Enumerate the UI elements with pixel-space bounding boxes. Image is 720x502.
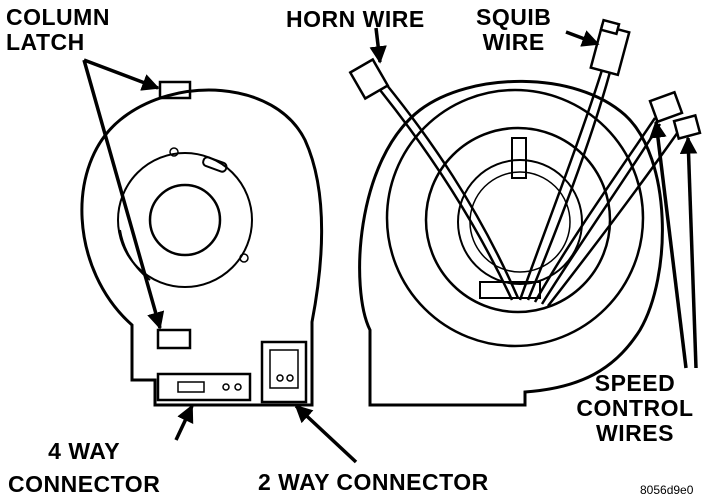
- rear-slot: [202, 156, 228, 173]
- speed-control-wire-1: [533, 117, 657, 303]
- rear-hub-inner: [148, 183, 222, 257]
- rear-hole-2: [239, 253, 249, 263]
- speed-control-line-3: WIRES: [596, 420, 674, 446]
- speed-connector-2: [672, 113, 702, 141]
- speed-connector-1: [648, 90, 684, 124]
- rear-housing-outline: [80, 88, 324, 407]
- column-latch-line-1: COLUMN: [6, 4, 110, 30]
- front-ring-inner: [457, 159, 583, 285]
- squib-wire-arrow: [565, 30, 600, 47]
- horn-wire: [379, 89, 514, 301]
- four-way-connector-shape: [156, 372, 252, 402]
- squib-wire-line-2: WIRE: [482, 29, 545, 55]
- four-way-connector-arrow: [174, 404, 194, 441]
- horn-connector: [348, 57, 390, 101]
- rear-hub-outer: [117, 152, 253, 288]
- column-latch-label: COLUMN LATCH: [6, 6, 110, 54]
- four-way-line-1: 4 WAY: [48, 438, 121, 464]
- speed-control-wires-label: SPEED CONTROL WIRES: [565, 372, 705, 445]
- clockspring-front-view: [358, 79, 664, 407]
- front-ring-outer: [385, 88, 645, 348]
- column-latch-top: [158, 80, 192, 100]
- column-latch-line-2: LATCH: [6, 29, 85, 55]
- wires: [379, 69, 680, 307]
- figure-code: 8056d9e0: [640, 483, 694, 497]
- rear-hole-1: [169, 147, 179, 157]
- horn-wire-label: HORN WIRE: [286, 6, 425, 32]
- squib-wire-line-1: SQUIB: [476, 4, 552, 30]
- squib-wire: [518, 69, 604, 301]
- clockspring-rear-view: [80, 80, 324, 407]
- four-way-connector-label: 4 WAY CONNECTOR: [8, 440, 160, 496]
- squib-wire-label: SQUIB WIRE: [476, 6, 551, 54]
- speed-control-line-2: CONTROL: [576, 395, 694, 421]
- front-ring-mid: [424, 126, 612, 314]
- two-way-connector-label: 2 WAY CONNECTOR: [258, 469, 489, 495]
- two-way-connector-arrow: [294, 404, 358, 464]
- horn-wire-arrow: [369, 27, 387, 64]
- speed-control-arrow-1: [649, 120, 688, 369]
- speed-control-wire-2: [547, 131, 680, 307]
- leader-arrows: [82, 27, 698, 464]
- speed-control-arrow-2: [679, 136, 698, 369]
- wire-connectors: [348, 18, 702, 141]
- four-way-line-2: CONNECTOR: [8, 471, 161, 497]
- column-latch-arrow-bottom: [82, 59, 165, 330]
- column-latch-arrow-top: [83, 58, 160, 91]
- front-housing-outline: [358, 79, 664, 407]
- two-way-connector-shape: [260, 340, 308, 404]
- column-latch-bottom: [156, 328, 192, 350]
- speed-control-line-1: SPEED: [594, 370, 676, 396]
